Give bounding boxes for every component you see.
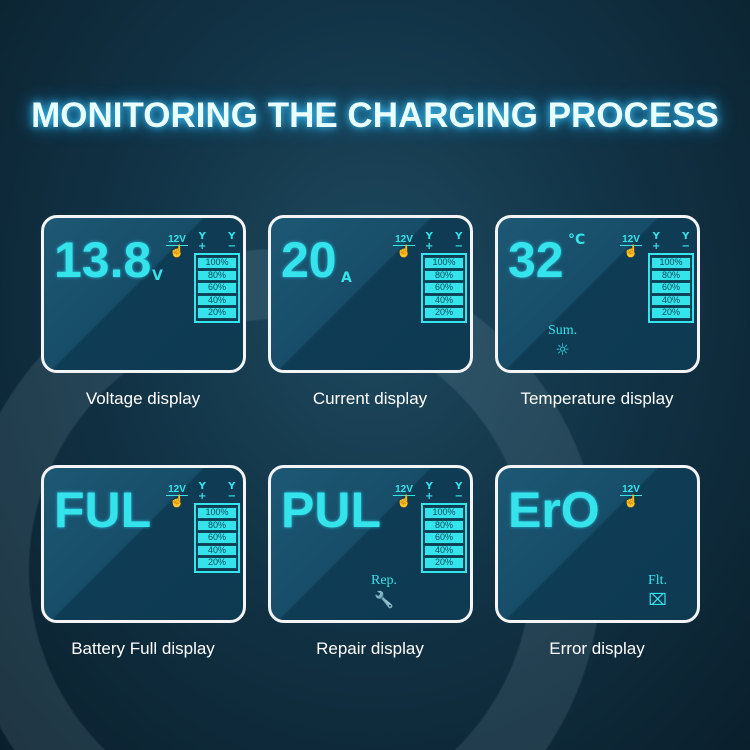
battery-level-cell: 20%: [424, 307, 464, 319]
battery-level-cell: 100%: [197, 507, 237, 519]
lcd-digits: 13.8: [54, 232, 152, 288]
battery-level-cell: 100%: [424, 257, 464, 269]
hand-pointer-icon: ☝: [166, 495, 188, 507]
clamp-minus-icon: Y−: [681, 231, 690, 252]
unit-label: °C: [568, 232, 586, 248]
lcd-panel: ErO 12V☝ Flt. ⌧: [495, 465, 700, 623]
battery-level-cell: 40%: [197, 294, 237, 306]
voltage-select-indicator: 12V☝: [393, 484, 415, 507]
lcd-panel: 32°C 12V☝ Y+ Y− 100%80%60%40%20% Sum. ☼: [495, 215, 700, 373]
unit-label: V: [152, 268, 163, 284]
sun-icon: ☼: [555, 340, 570, 359]
page-title: MONITORING THE CHARGING PROCESS: [31, 96, 719, 135]
mode-label: Flt.: [648, 573, 668, 588]
panel-caption: Voltage display: [85, 389, 201, 408]
battery-level-cell: 60%: [424, 282, 464, 294]
voltage-tag: 12V: [622, 234, 640, 245]
mode-indicator: Flt. ⌧: [648, 572, 667, 609]
lcd-digits: 20: [281, 232, 337, 288]
clamp-minus-icon: Y−: [454, 481, 463, 502]
panel-caption: Current display: [312, 389, 428, 408]
battery-level-cell: 60%: [424, 532, 464, 544]
battery-gauge: Y+ Y− 100%80%60%40%20%: [421, 482, 467, 573]
lcd-digits: FUL: [54, 482, 152, 538]
clamp-minus-icon: Y−: [227, 481, 236, 502]
voltage-select-indicator: 12V☝: [620, 484, 642, 507]
battery-level-cell: 60%: [197, 282, 237, 294]
lcd-digits: ErO: [508, 482, 600, 538]
battery-level-cell: 60%: [651, 282, 691, 294]
lcd-digits: 32: [508, 232, 564, 288]
battery-level-cell: 40%: [424, 544, 464, 556]
voltage-tag: 12V: [622, 484, 640, 495]
hand-pointer-icon: ☝: [393, 495, 415, 507]
battery-level-cell: 60%: [197, 532, 237, 544]
mode-indicator: Rep. 🔧: [371, 572, 397, 609]
battery-level-cell: 20%: [424, 557, 464, 569]
battery-gauge: Y+ Y− 100%80%60%40%20%: [648, 232, 694, 323]
battery-level-cell: 100%: [197, 257, 237, 269]
hand-pointer-icon: ☝: [620, 495, 642, 507]
battery-level-cell: 80%: [424, 269, 464, 281]
clamp-minus-icon: Y−: [227, 231, 236, 252]
battery-level-cell: 80%: [197, 269, 237, 281]
battery-level-cell: 20%: [651, 307, 691, 319]
battery-gauge: Y+ Y− 100%80%60%40%20%: [194, 482, 240, 573]
voltage-select-indicator: 12V☝: [166, 234, 188, 257]
battery-level-cell: 20%: [197, 557, 237, 569]
battery-level-cell: 100%: [651, 257, 691, 269]
voltage-tag: 12V: [168, 234, 186, 245]
mode-label: Sum.: [548, 323, 578, 338]
mode-indicator: Sum. ☼: [548, 322, 577, 359]
battery-level-cell: 100%: [424, 507, 464, 519]
voltage-tag: 12V: [395, 234, 413, 245]
lcd-digits: PUL: [281, 482, 381, 538]
voltage-tag: 12V: [395, 484, 413, 495]
hand-pointer-icon: ☝: [166, 245, 188, 257]
battery-level-cell: 80%: [424, 519, 464, 531]
battery-level-cell: 20%: [197, 307, 237, 319]
clamp-plus-icon: Y+: [652, 231, 661, 252]
battery-level-cell: 40%: [424, 294, 464, 306]
clamp-plus-icon: Y+: [425, 481, 434, 502]
clamp-plus-icon: Y+: [198, 481, 207, 502]
battery-level-cell: 80%: [651, 269, 691, 281]
panel-caption: Repair display: [316, 639, 424, 658]
voltage-select-indicator: 12V☝: [166, 484, 188, 507]
battery-level-cell: 40%: [651, 294, 691, 306]
unit-label: A: [341, 270, 352, 286]
lcd-panel: FUL 12V☝ Y+ Y− 100%80%60%40%20%: [41, 465, 246, 623]
clamp-minus-icon: Y−: [454, 231, 463, 252]
clamp-plus-icon: Y+: [425, 231, 434, 252]
battery-level-cell: 40%: [197, 544, 237, 556]
battery-fault-icon: ⌧: [648, 590, 667, 609]
hand-pointer-icon: ☝: [393, 245, 415, 257]
battery-level-cell: 80%: [197, 519, 237, 531]
wrench-icon: 🔧: [374, 590, 394, 609]
clamp-plus-icon: Y+: [198, 231, 207, 252]
battery-gauge: Y+ Y− 100%80%60%40%20%: [421, 232, 467, 323]
voltage-tag: 12V: [168, 484, 186, 495]
panel-caption: Error display: [549, 639, 645, 658]
panel-caption: Battery Full display: [71, 639, 215, 658]
lcd-panel: PUL 12V☝ Y+ Y− 100%80%60%40%20% Rep. 🔧: [268, 465, 473, 623]
panel-caption: Temperature display: [520, 389, 674, 408]
voltage-select-indicator: 12V☝: [620, 234, 642, 257]
battery-gauge: Y+ Y− 100%80%60%40%20%: [194, 232, 240, 323]
hand-pointer-icon: ☝: [620, 245, 642, 257]
mode-label: Rep.: [371, 573, 398, 588]
voltage-select-indicator: 12V☝: [393, 234, 415, 257]
